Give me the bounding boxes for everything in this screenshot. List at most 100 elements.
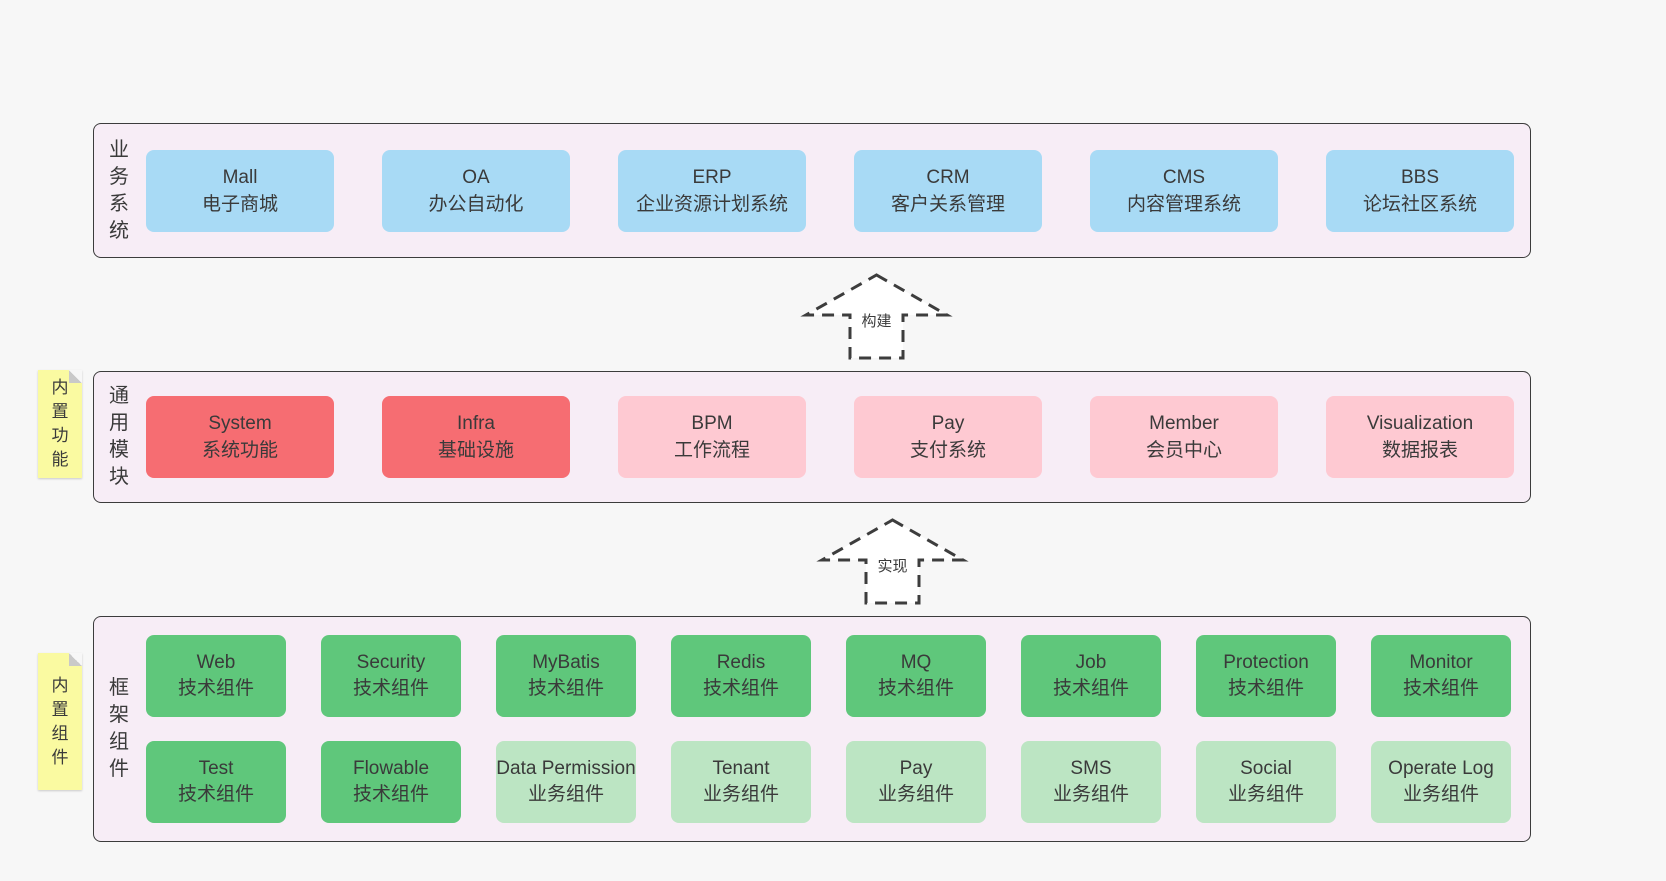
band-business-systems: 业务系统 Mall 电子商城 OA 办公自动化 ERP 企业资源计划系统 CRM 客户关系管理… — [93, 123, 1531, 258]
box-subtitle: 客户关系管理 — [890, 193, 1005, 215]
box-pay: Pay 支付系统 — [854, 396, 1042, 478]
folded-corner-icon — [69, 370, 82, 383]
box-subtitle: 技术组件 — [877, 678, 954, 699]
box-title: OA — [462, 166, 490, 188]
box-flowable: Flowable 技术组件 — [321, 741, 461, 823]
build-arrow: 构建 — [800, 269, 953, 364]
box-subtitle: 系统功能 — [201, 440, 278, 461]
box-title: System — [208, 413, 272, 434]
box-subtitle: 业务组件 — [1052, 784, 1129, 805]
box-title: Member — [1149, 413, 1219, 434]
box-title: Operate Log — [1388, 758, 1494, 779]
box-title: Security — [356, 652, 426, 673]
box-erp: ERP 企业资源计划系统 — [618, 149, 806, 232]
band-label: 业务系统 — [94, 124, 144, 257]
box-title: Pay — [899, 758, 933, 779]
box-title: SMS — [1070, 758, 1112, 779]
box-subtitle: 技术组件 — [177, 784, 254, 805]
implement-arrow: 实现 — [816, 514, 969, 609]
box-subtitle: 会员中心 — [1145, 440, 1222, 461]
box-subtitle: 论坛社区系统 — [1362, 193, 1477, 215]
box-title: Infra — [456, 413, 496, 434]
box-subtitle: 业务组件 — [1227, 784, 1304, 805]
box-tenant: Tenant 业务组件 — [671, 741, 811, 823]
box-subtitle: 技术组件 — [1227, 678, 1304, 699]
box-subtitle: 数据报表 — [1381, 440, 1458, 461]
box-title: Flowable — [352, 758, 430, 779]
box-monitor: Monitor 技术组件 — [1371, 635, 1511, 717]
box-title: Social — [1240, 758, 1292, 779]
box-title: CRM — [926, 166, 970, 188]
box-subtitle: 技术组件 — [527, 678, 604, 699]
box-title: Visualization — [1366, 413, 1474, 434]
band-label-text: 框架组件 — [109, 677, 129, 780]
sticky-note-text: 内置功能 — [51, 378, 69, 469]
box-subtitle: 业务组件 — [877, 784, 954, 805]
box-mq: MQ 技术组件 — [846, 635, 986, 717]
box-subtitle: 技术组件 — [1402, 678, 1479, 699]
box-system: System 系统功能 — [146, 396, 334, 478]
box-subtitle: 技术组件 — [352, 784, 429, 805]
folded-corner-icon — [69, 653, 82, 666]
box-subtitle: 业务组件 — [1402, 784, 1479, 805]
box-member: Member 会员中心 — [1090, 396, 1278, 478]
box-infra: Infra 基础设施 — [382, 396, 570, 478]
box-subtitle: 电子商城 — [201, 193, 278, 215]
sticky-note-builtin-components: 内置组件 — [38, 653, 82, 790]
box-title: Protection — [1223, 652, 1309, 673]
box-operate-log: Operate Log 业务组件 — [1371, 741, 1511, 823]
box-subtitle: 企业资源计划系统 — [635, 193, 788, 215]
box-title: Web — [196, 652, 236, 673]
box-sms: SMS 业务组件 — [1021, 741, 1161, 823]
band-label: 通用模块 — [94, 372, 144, 502]
sticky-note-text: 内置组件 — [51, 675, 69, 767]
box-pay: Pay 业务组件 — [846, 741, 986, 823]
box-title: Mall — [222, 166, 258, 188]
box-visualization: Visualization 数据报表 — [1326, 396, 1514, 478]
box-title: BBS — [1400, 166, 1440, 188]
box-subtitle: 基础设施 — [437, 440, 514, 461]
box-security: Security 技术组件 — [321, 635, 461, 717]
box-title: ERP — [692, 166, 732, 188]
box-social: Social 业务组件 — [1196, 741, 1336, 823]
box-title: CMS — [1162, 166, 1206, 188]
box-mall: Mall 电子商城 — [146, 149, 334, 232]
box-title: Pay — [931, 413, 965, 434]
box-protection: Protection 技术组件 — [1196, 635, 1336, 717]
box-title: Tenant — [712, 758, 770, 779]
box-title: Data Permission — [496, 758, 636, 779]
box-oa: OA 办公自动化 — [382, 149, 570, 232]
box-title: BPM — [691, 413, 733, 434]
box-subtitle: 业务组件 — [702, 784, 779, 805]
box-title: Monitor — [1409, 652, 1473, 673]
band-label: 框架组件 — [94, 617, 144, 841]
box-bbs: BBS 论坛社区系统 — [1326, 149, 1514, 232]
sticky-note-builtin-features: 内置功能 — [38, 370, 82, 478]
box-title: MQ — [900, 652, 932, 673]
band-label-text: 通用模块 — [109, 385, 129, 488]
box-subtitle: 技术组件 — [352, 678, 429, 699]
box-subtitle: 支付系统 — [909, 440, 986, 461]
box-title: Job — [1075, 652, 1107, 673]
arrow-label: 构建 — [858, 311, 895, 332]
box-data-permission: Data Permission 业务组件 — [496, 741, 636, 823]
box-title: MyBatis — [532, 652, 600, 673]
box-mybatis: MyBatis 技术组件 — [496, 635, 636, 717]
box-crm: CRM 客户关系管理 — [854, 149, 1042, 232]
box-subtitle: 办公自动化 — [428, 193, 524, 215]
box-subtitle: 业务组件 — [527, 784, 604, 805]
arrow-label: 实现 — [874, 556, 911, 577]
box-subtitle: 技术组件 — [702, 678, 779, 699]
